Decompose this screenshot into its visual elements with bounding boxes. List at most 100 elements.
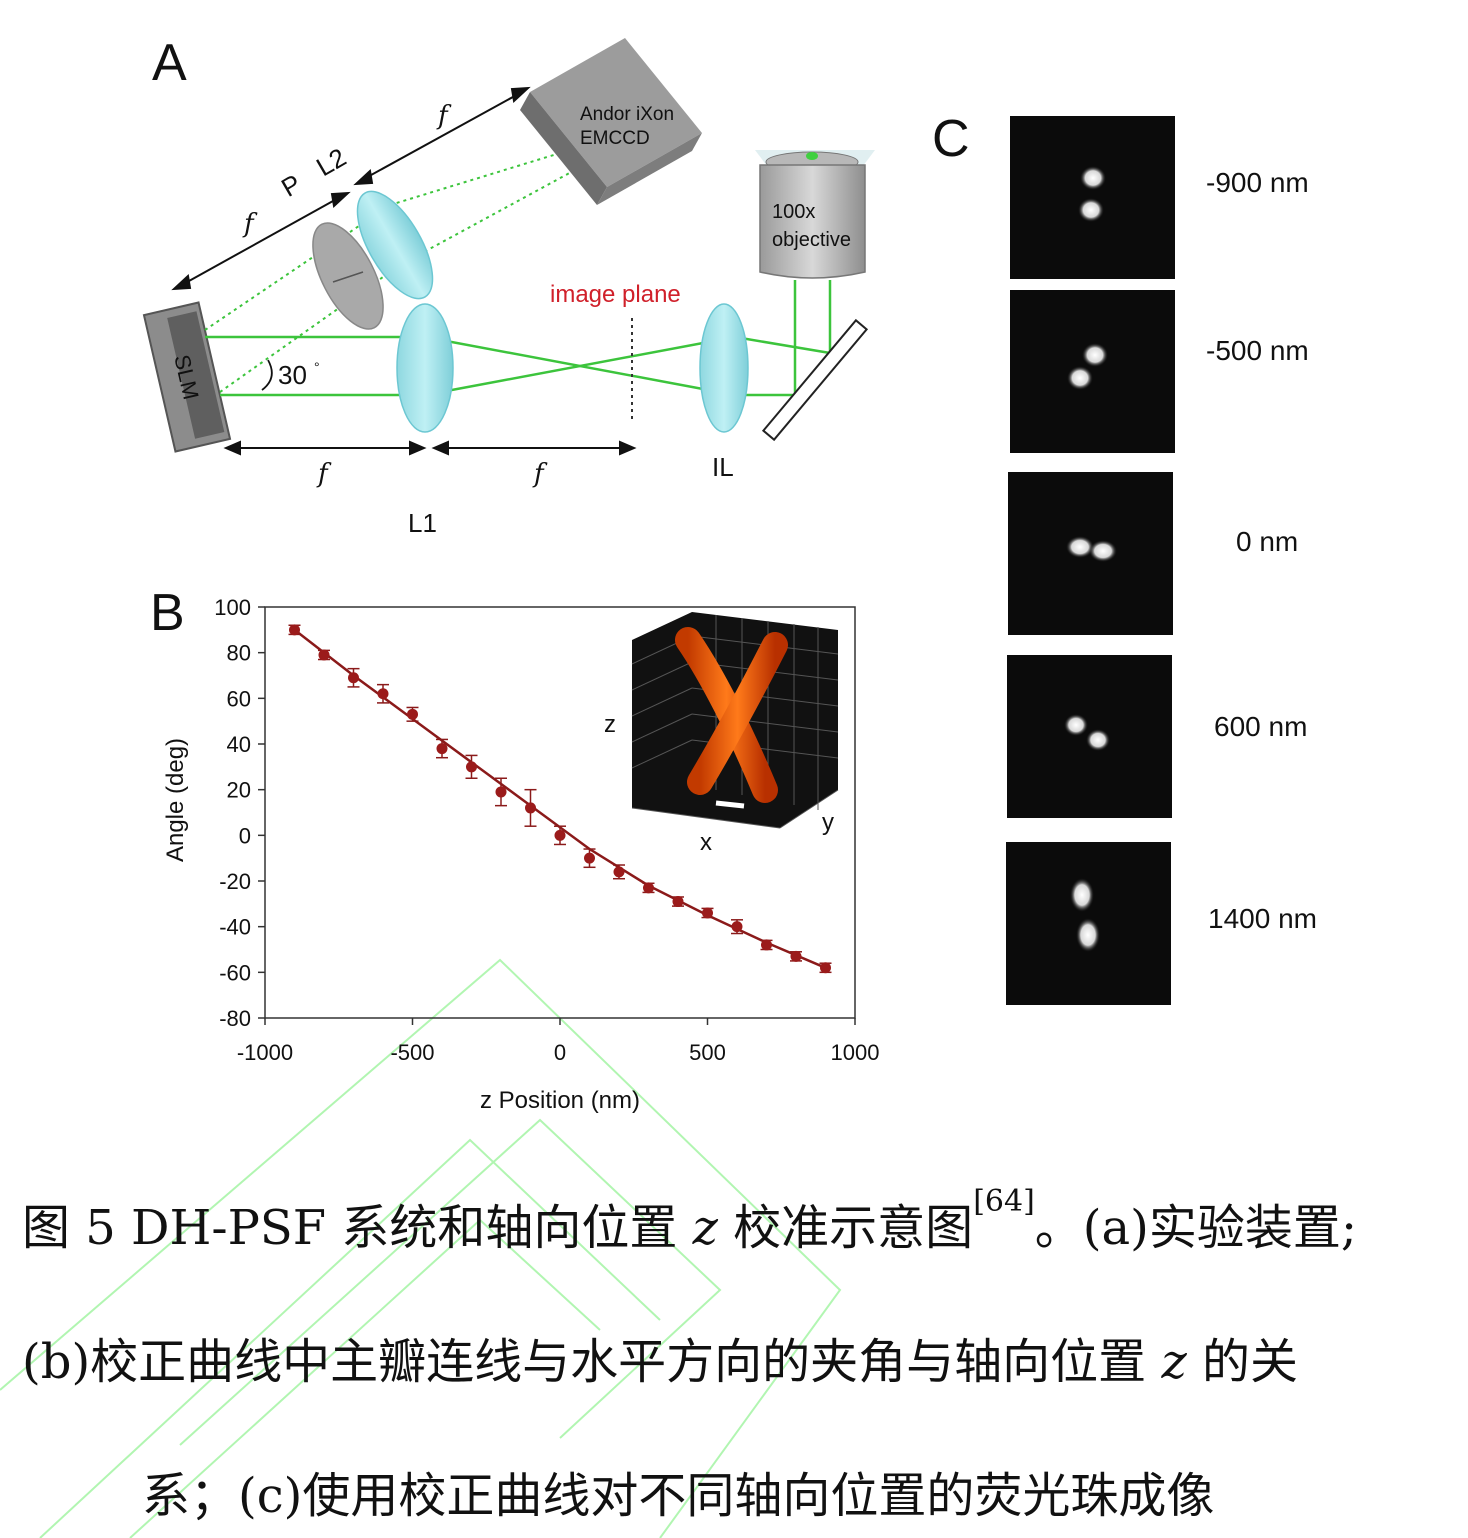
panel-c-label: C [932, 110, 970, 168]
data-point [466, 761, 477, 773]
label-p: P [276, 168, 306, 203]
panel-a-label: A [152, 34, 187, 92]
label-l2: L2 [311, 142, 351, 182]
data-point [731, 921, 743, 933]
bead-image-2 [1010, 290, 1175, 453]
inset-y-label: y [822, 809, 834, 836]
data-point [643, 882, 654, 894]
data-point [495, 786, 507, 798]
data-point [584, 852, 595, 864]
inset-z-label: z [604, 711, 616, 738]
focal-label-1: f [242, 209, 258, 239]
polarizer [312, 222, 384, 330]
polarizer-arrow [332, 271, 364, 283]
data-point [820, 962, 831, 974]
data-point [761, 939, 772, 951]
data-point [289, 624, 300, 636]
bead-label-3: 0 nm [1236, 526, 1298, 557]
y-tick-label: -60 [219, 960, 251, 985]
data-point [554, 829, 566, 841]
y-tick-label: -40 [219, 915, 251, 940]
objective: 100x objective [755, 150, 875, 279]
beam-paths [205, 280, 832, 397]
angle-arc [261, 359, 273, 391]
caption-1a: 图 5 DH-PSF 系统和轴向位置 [22, 1200, 693, 1256]
bead-image-1 [1010, 116, 1175, 279]
panel-b: B 100 80 60 40 20 0 -20 -40 -60 -80 -1000 -500 0 500… [150, 584, 879, 1114]
y-tick-label: 100 [214, 595, 251, 620]
bead-label-2: -500 nm [1206, 335, 1309, 366]
data-points [288, 624, 832, 974]
data-point [525, 802, 536, 814]
y-tick-label: 40 [227, 732, 251, 757]
y-axis-label: Angle (deg) [162, 738, 189, 862]
label-l1: L1 [408, 508, 437, 538]
caption-ref: [64] [973, 1184, 1035, 1219]
label-il: IL [712, 452, 734, 482]
slm: SLM [142, 301, 232, 453]
focal-labels: f f f f [242, 101, 548, 489]
angle-value: 30 [278, 360, 307, 390]
y-tick-label: 0 [239, 823, 251, 848]
data-point [318, 649, 330, 661]
y-tick-label: -20 [219, 869, 251, 894]
x-tick-label: 500 [689, 1040, 726, 1065]
y-axis-ticks: 100 80 60 40 20 0 -20 -40 -60 -80 [214, 595, 265, 1031]
x-axis-ticks: -1000 -500 0 500 1000 [237, 1018, 880, 1065]
data-point [436, 743, 448, 755]
y-tick-label: 60 [227, 686, 251, 711]
camera-line2: EMCCD [580, 128, 650, 149]
bead-image-4 [1007, 655, 1172, 818]
focal-label-4: f [532, 459, 548, 489]
watermark [0, 958, 842, 1538]
caption-1-z: z [692, 1200, 718, 1256]
bead-label-5: 1400 nm [1208, 903, 1317, 934]
x-tick-label: 1000 [831, 1040, 880, 1065]
focal-label-3: f [316, 459, 332, 489]
x-axis-label: z Position (nm) [480, 1087, 640, 1114]
panel-c: C -900 nm -500 nm 0 nm 600 nm [932, 110, 1317, 1005]
dimension-arrows [171, 86, 637, 456]
y-tick-label: 20 [227, 778, 251, 803]
data-point [407, 708, 418, 720]
bead-image-5 [1006, 842, 1171, 1005]
data-point [613, 866, 625, 878]
caption-1c: 。(a)实验装置; [1034, 1200, 1358, 1256]
caption-line-1: 图 5 DH-PSF 系统和轴向位置 z 校准示意图[64]。(a)实验装置; [22, 1184, 1468, 1258]
objective-line1: 100x [772, 201, 815, 223]
lens-l2 [356, 190, 434, 300]
x-tick-label: 0 [554, 1040, 566, 1065]
data-point [790, 950, 802, 962]
data-point [348, 672, 359, 684]
bead-label-1: -900 nm [1206, 167, 1309, 198]
x-tick-label: -1000 [237, 1040, 293, 1065]
caption-2a: (b)校正曲线中主瓣连线与水平方向的夹角与轴向位置 [22, 1334, 1162, 1390]
angle-unit: ° [314, 359, 320, 375]
panel-b-label: B [150, 584, 185, 642]
data-point [702, 907, 713, 919]
lens-il [699, 303, 749, 433]
objective-line2: objective [772, 229, 851, 251]
caption-line-3: 系；(c)使用校正曲线对不同轴向位置的荧光珠成像 [142, 1468, 1215, 1524]
caption-2b: 的关 [1186, 1334, 1299, 1390]
x-tick-label: -500 [390, 1040, 434, 1065]
focal-label-2: f [436, 101, 452, 131]
camera-line1: Andor iXon [580, 104, 674, 125]
caption-2-z: z [1161, 1334, 1187, 1390]
inset-x-label: x [700, 829, 712, 856]
data-point [377, 688, 389, 700]
bead-image-3 [1008, 472, 1173, 635]
camera: Andor iXon EMCCD [520, 38, 702, 205]
panel-a: A SLM [142, 34, 875, 538]
caption-line-2: (b)校正曲线中主瓣连线与水平方向的夹角与轴向位置 z 的关 [22, 1322, 1468, 1392]
image-plane-label: image plane [550, 281, 681, 308]
lens-l1 [396, 303, 454, 433]
y-tick-label: 80 [227, 641, 251, 666]
inset-3d: z x y [604, 612, 839, 856]
y-tick-label: -80 [219, 1006, 251, 1031]
mirror [761, 318, 869, 442]
caption-1b: 校准示意图 [717, 1200, 974, 1256]
bead-label-4: 600 nm [1214, 711, 1307, 742]
data-point [672, 896, 684, 908]
